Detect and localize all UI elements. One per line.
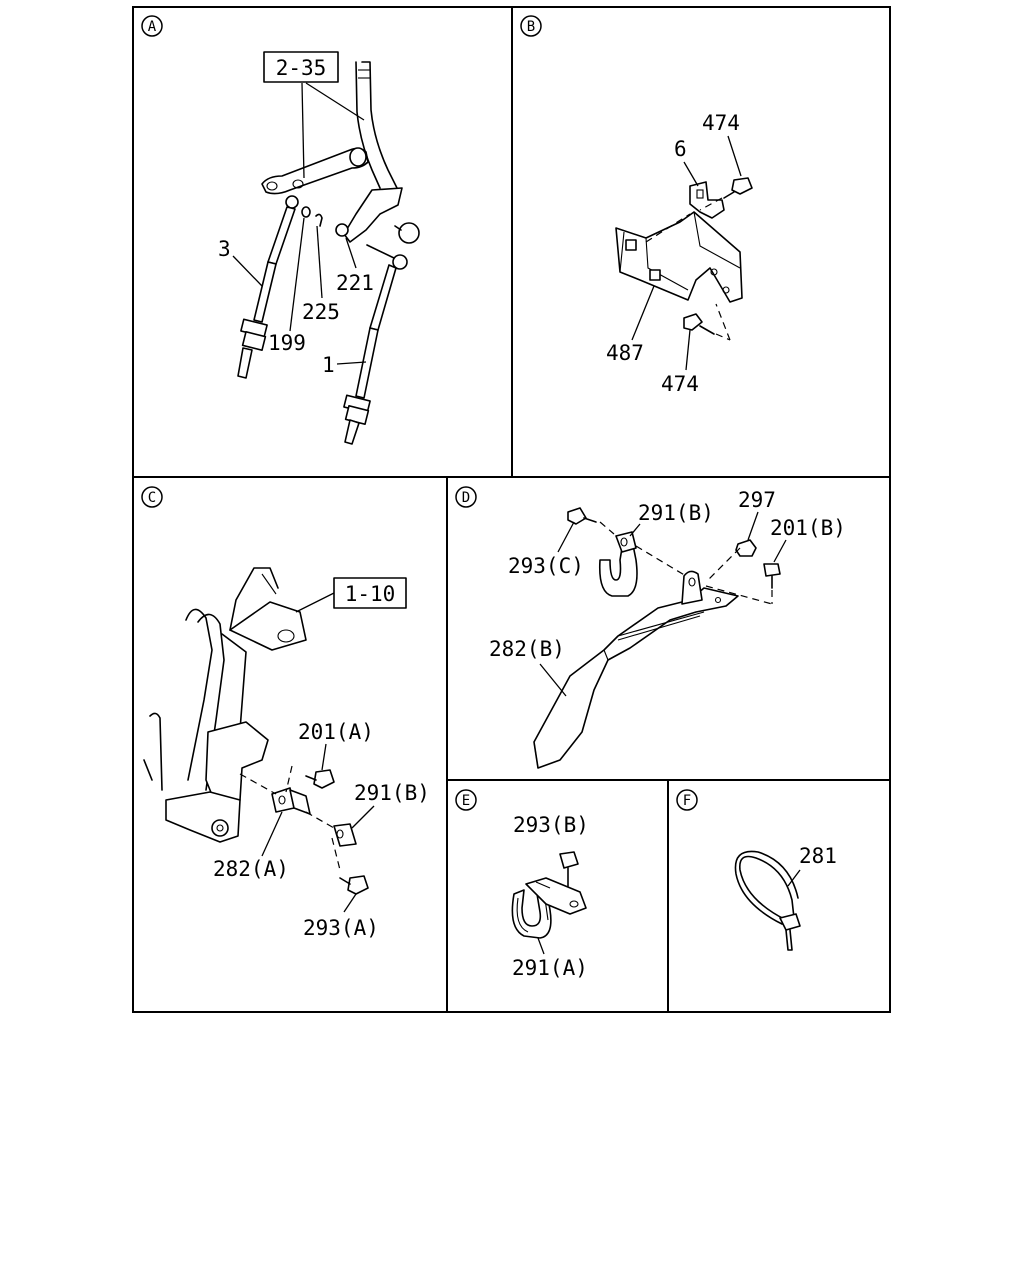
- ref-box-1-10: 1-10: [295, 577, 407, 613]
- label-part-291b: 291(B): [638, 501, 714, 525]
- panel-f-callouts: 281: [787, 844, 837, 887]
- panel-d-badge: D: [455, 486, 477, 508]
- bracket-487-assembly: [615, 177, 753, 341]
- clamp-291a-assembly: [511, 851, 587, 939]
- panel-a-callouts: 3 221 225 199 1: [218, 217, 374, 377]
- panel-b: B 474: [520, 15, 753, 396]
- label-ref-1-10: 1-10: [345, 582, 396, 606]
- label-part-221: 221: [336, 271, 374, 295]
- label-part-487: 487: [606, 341, 644, 365]
- label-part-474-bottom: 474: [661, 372, 699, 396]
- panel-d-letter: D: [462, 490, 470, 506]
- panel-e-letter: E: [462, 793, 470, 809]
- panel-c-badge: C: [141, 486, 163, 508]
- label-part-291a: 291(A): [512, 956, 588, 980]
- panel-c: C: [141, 486, 430, 940]
- label-part-281: 281: [799, 844, 837, 868]
- ref-box-2-35: 2-35: [263, 51, 365, 179]
- cable-tie-281: [734, 850, 801, 951]
- panel-b-callouts: 474 6 487 474: [606, 111, 742, 396]
- label-part-474-top: 474: [702, 111, 740, 135]
- label-part-199: 199: [268, 331, 306, 355]
- panel-f-badge: F: [676, 789, 698, 811]
- panel-b-badge: B: [520, 15, 542, 37]
- frame-bracket-assembly: [143, 567, 369, 895]
- panel-grid: [132, 6, 891, 1013]
- panel-e-callouts: 293(B) 291(A): [512, 813, 589, 980]
- label-part-201b: 201(B): [770, 516, 846, 540]
- label-part-297: 297: [738, 488, 776, 512]
- panel-b-letter: B: [527, 19, 535, 35]
- label-part-282a: 282(A): [213, 857, 289, 881]
- panel-a-letter: A: [148, 19, 157, 35]
- panel-f-letter: F: [683, 793, 691, 809]
- panel-c-callouts: 201(A) 291(B) 282(A) 293(A): [213, 720, 430, 940]
- panel-d: D: [455, 486, 846, 769]
- label-part-3: 3: [218, 237, 231, 261]
- panel-f: F 281: [676, 789, 837, 951]
- panel-c-letter: C: [148, 490, 156, 506]
- shift-lever-assembly: [237, 61, 420, 445]
- label-part-293a: 293(A): [303, 916, 379, 940]
- panel-e-badge: E: [455, 789, 477, 811]
- label-part-201a: 201(A): [298, 720, 374, 744]
- label-ref-2-35: 2-35: [276, 56, 327, 80]
- panel-a: A: [141, 15, 420, 445]
- panel-a-badge: A: [141, 15, 163, 37]
- label-part-1: 1: [322, 353, 335, 377]
- label-part-291b: 291(B): [354, 781, 430, 805]
- label-part-293b: 293(B): [513, 813, 589, 837]
- label-part-6: 6: [674, 137, 687, 161]
- bracket-282b-assembly: [533, 507, 781, 769]
- label-part-225: 225: [302, 300, 340, 324]
- label-part-282b: 282(B): [489, 637, 565, 661]
- label-part-293c: 293(C): [508, 554, 584, 578]
- panel-e: E 293(B) 291(A): [455, 789, 589, 980]
- panel-d-callouts: 297 291(B) 201(B) 293(C) 282(B): [489, 488, 846, 697]
